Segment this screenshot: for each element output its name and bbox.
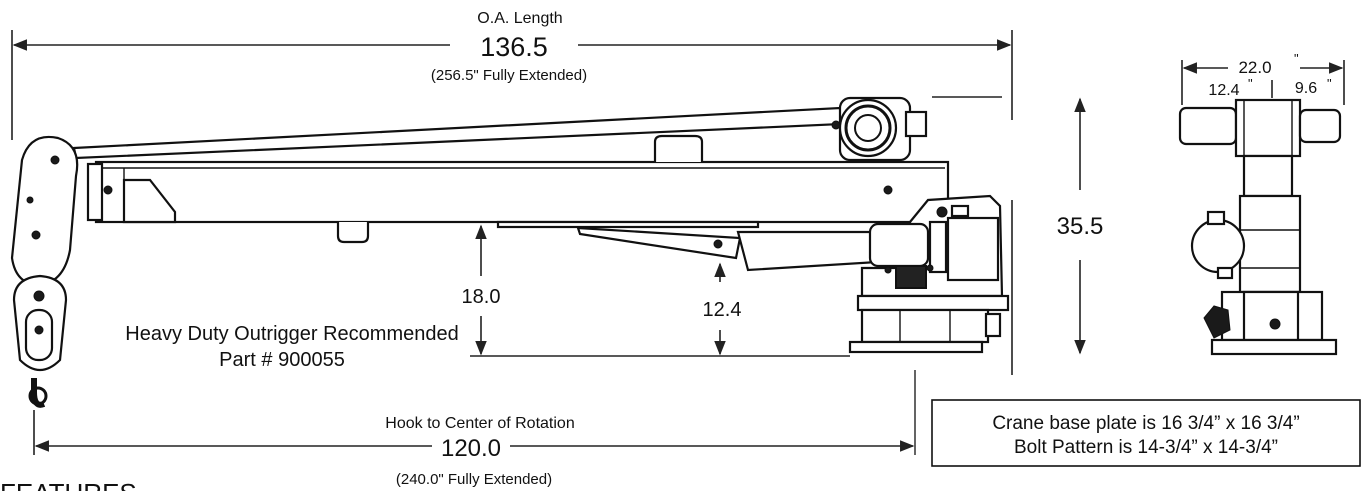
- end-view-right-unit: ": [1327, 76, 1332, 91]
- end-winch-body: [1234, 98, 1302, 158]
- boom-under-plate: [496, 220, 760, 229]
- end-view-width-unit: ": [1294, 51, 1299, 66]
- lift-cylinder-barrel: [736, 230, 880, 272]
- spec-bolt-pattern: Bolt Pattern is 14-3/4” x 14-3/4”: [1014, 437, 1278, 458]
- hook-to-center-dimension: Hook to Center of Rotation 120.0 (240.0"…: [33, 410, 915, 488]
- crane-side-elevation: [10, 96, 1013, 455]
- turret-ring: [856, 294, 1010, 312]
- end-view-left-value: 12.4: [1208, 82, 1239, 99]
- outrigger-note-line2: Part # 900055: [219, 349, 345, 371]
- total-height-value: 35.5: [1057, 213, 1104, 240]
- sheave: [24, 308, 54, 362]
- overall-length-dimension: O.A. Length 136.5 (256.5" Fully Extended…: [11, 10, 1013, 140]
- overall-length-value: 136.5: [480, 32, 548, 62]
- boom-pivot-pin: [883, 185, 893, 195]
- hook-to-center-caption: Hook to Center of Rotation: [385, 415, 574, 432]
- boom-pin: [103, 185, 113, 195]
- end-boom-section: [1242, 154, 1294, 198]
- features-heading: FEATURES: [0, 478, 137, 491]
- end-view-width-value: 22.0: [1238, 58, 1271, 77]
- upper-boom: [72, 106, 844, 160]
- boom-clearance-dimension: 18.0: [462, 224, 850, 357]
- cylinder-clearance-value: 12.4: [703, 299, 742, 321]
- end-winch-left: [1178, 106, 1238, 146]
- hook-to-center-extended: (240.0" Fully Extended): [396, 471, 552, 488]
- outrigger-note-line1: Heavy Duty Outrigger Recommended: [125, 323, 458, 345]
- lift-cylinder-rod: [576, 226, 742, 260]
- crane-end-view: 22.0 " 12.4 " 9.6 ": [1178, 51, 1345, 356]
- hook-to-center-value: 120.0: [441, 435, 501, 462]
- gear-icon: [895, 265, 927, 289]
- end-base-plate: [1210, 338, 1338, 356]
- overall-length-extended: (256.5" Fully Extended): [431, 67, 587, 84]
- end-mast: [1238, 194, 1302, 294]
- boom-tip-knuckle: [10, 135, 79, 287]
- end-view-right-value: 9.6: [1295, 80, 1317, 97]
- end-gear-icon: [1203, 305, 1231, 339]
- end-view-left-unit: ": [1248, 76, 1253, 91]
- spec-base-plate: Crane base plate is 16 3/4” x 16 3/4”: [992, 413, 1299, 434]
- cylinder-clearance-dimension: 12.4: [703, 262, 742, 356]
- main-boom: [94, 160, 950, 224]
- boom-handle-top: [653, 134, 704, 162]
- boom-collar: [86, 162, 104, 222]
- boom-handle-bottom: [336, 222, 370, 244]
- boom-clearance-value: 18.0: [462, 286, 501, 308]
- boom-gusset: [122, 178, 177, 224]
- turret-base: [860, 308, 990, 344]
- overall-length-caption: O.A. Length: [477, 10, 562, 27]
- end-motor: [1190, 218, 1246, 274]
- spec-box: [931, 399, 1361, 467]
- rotation-motor: [868, 222, 930, 268]
- base-plate: [848, 340, 984, 354]
- end-winch-right: [1298, 108, 1342, 144]
- total-height-dimension: 35.5: [932, 96, 1104, 355]
